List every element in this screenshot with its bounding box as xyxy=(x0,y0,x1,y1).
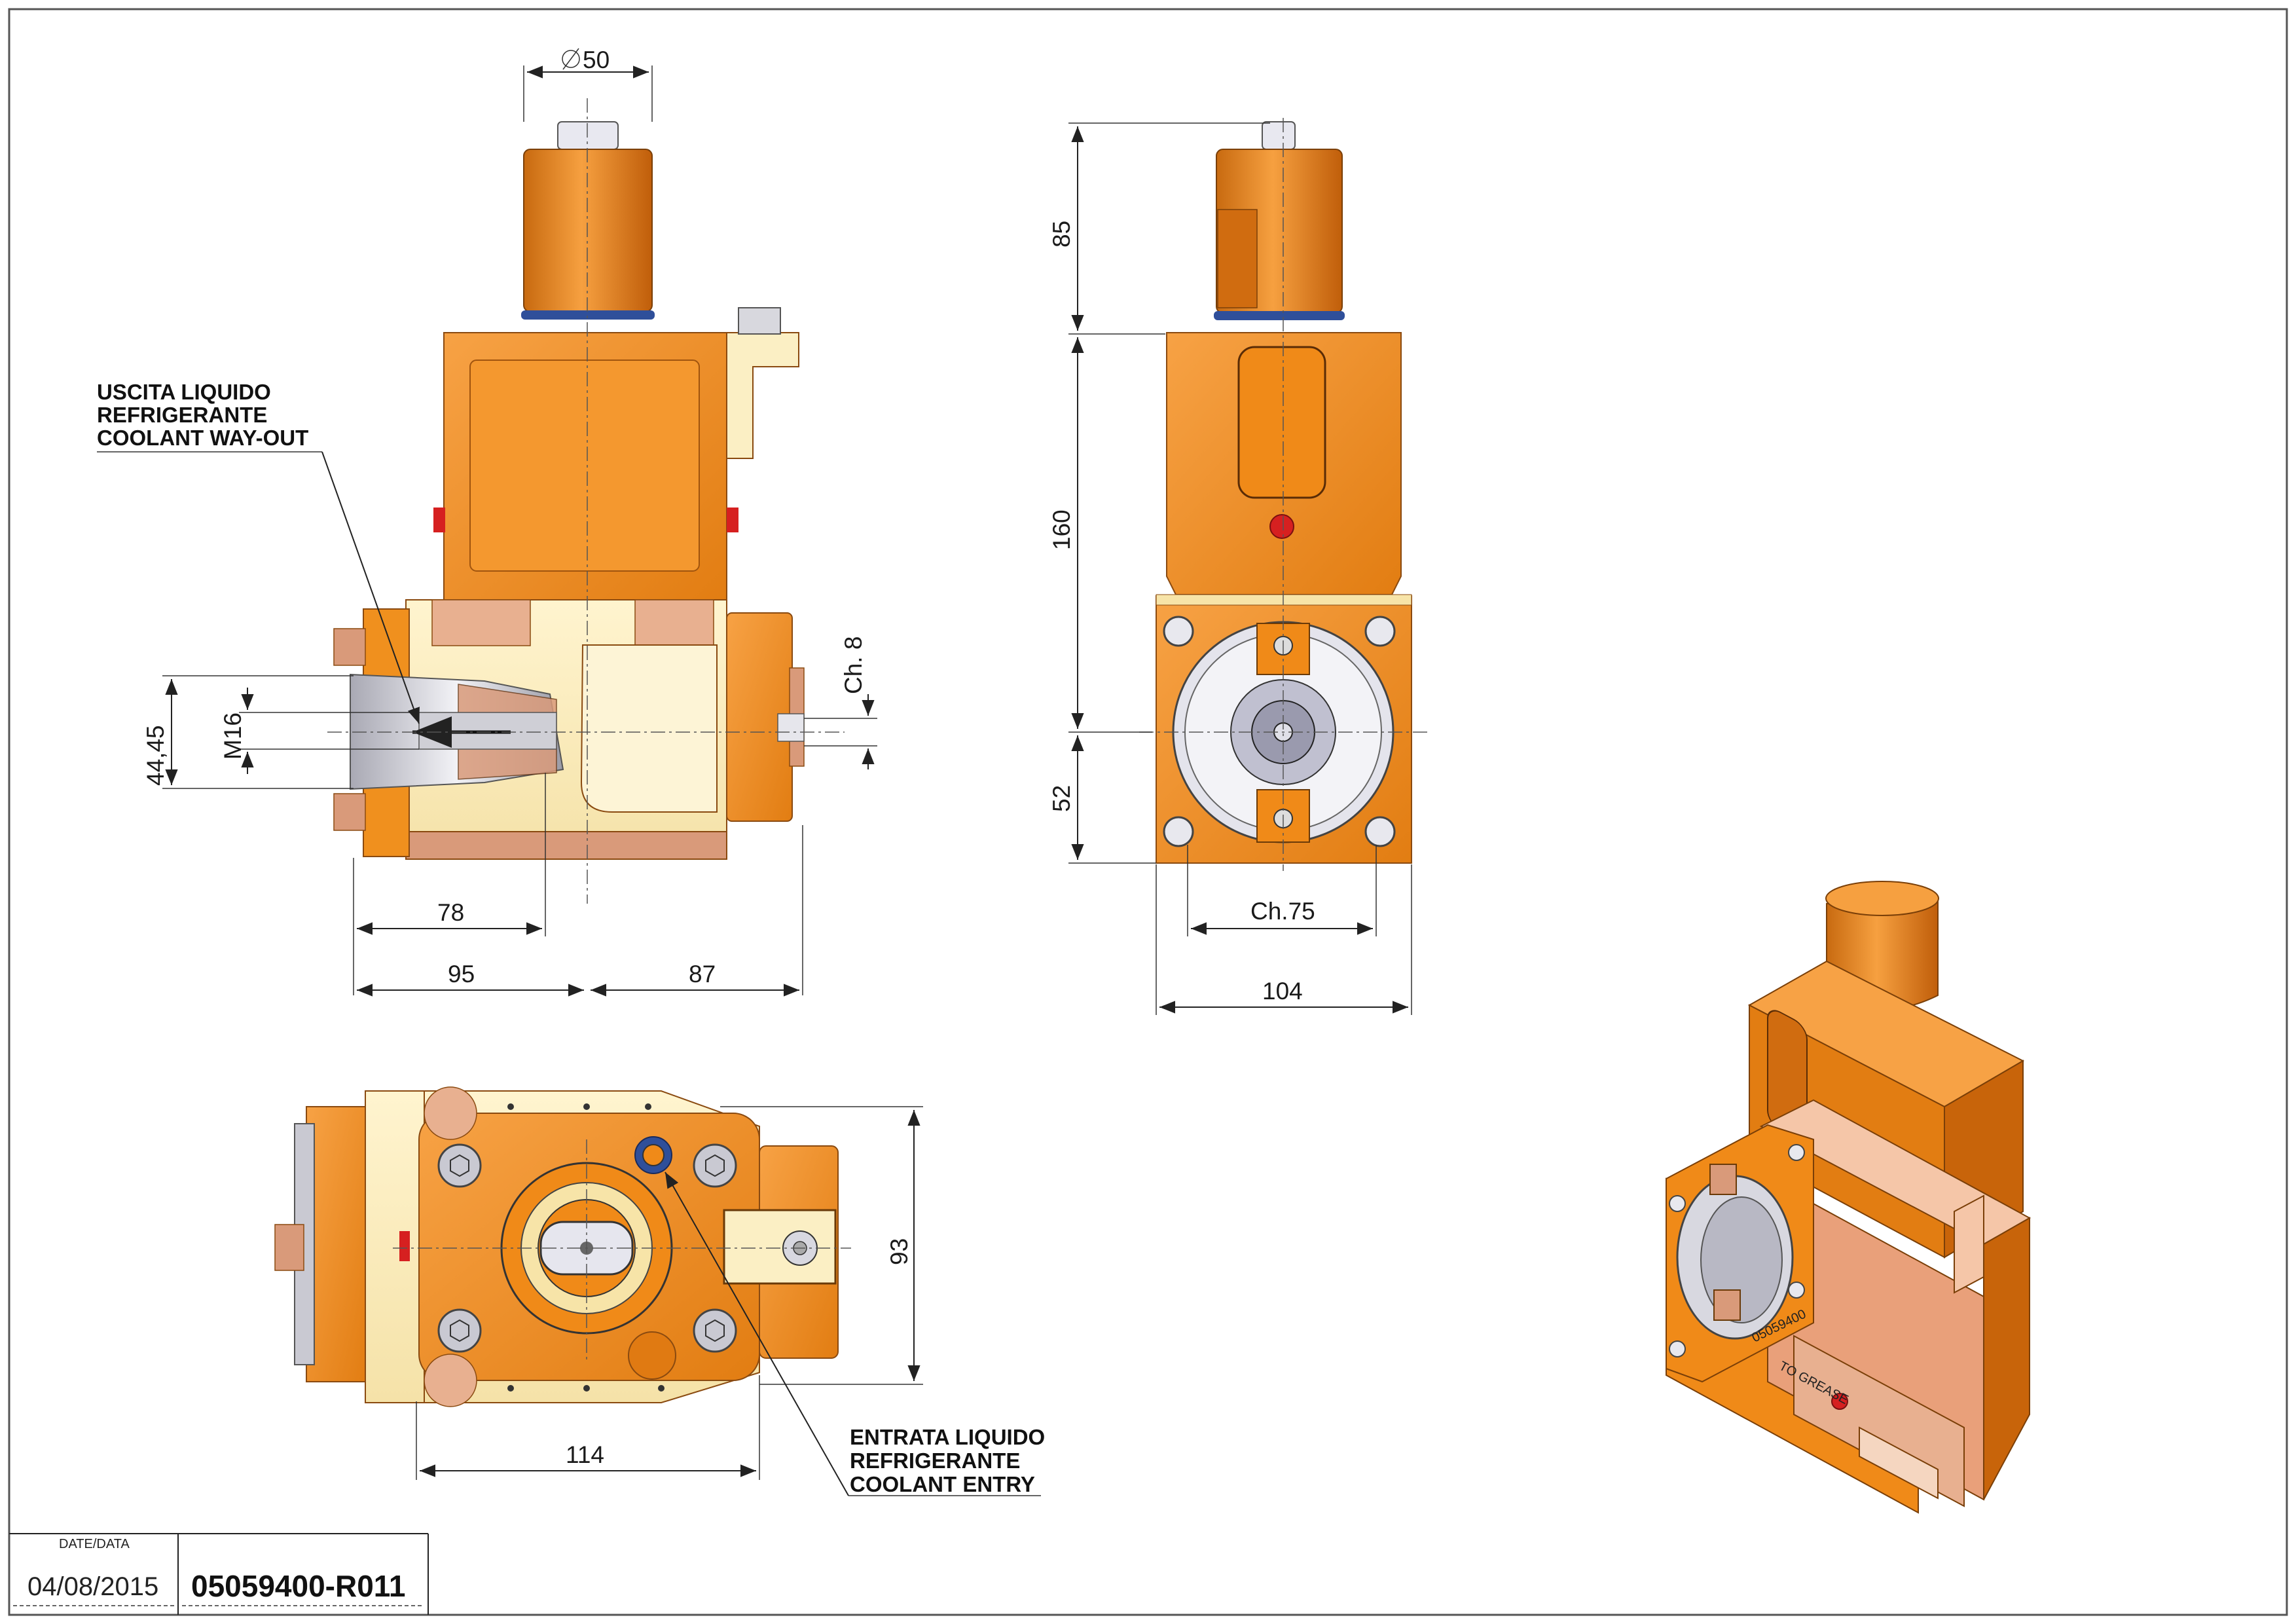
side-view-dimensions: 85 160 52 Ch.75 104 xyxy=(1048,122,1412,1015)
iso-grease-port xyxy=(1831,1393,1848,1410)
dim-52: 52 xyxy=(1048,785,1075,812)
dim-87: 87 xyxy=(689,961,716,987)
top-left-plate xyxy=(306,1106,367,1382)
side-slot xyxy=(1237,346,1326,499)
side-corner-screw-br xyxy=(1364,816,1396,847)
top-screw-br xyxy=(693,1308,737,1353)
note-out-line-2: REFRIGERANTE xyxy=(97,403,267,427)
dim-93: 93 xyxy=(886,1238,913,1265)
iso-bracket xyxy=(1954,1194,1984,1294)
front-view-dimensions: 50 78 95 87 44,45 M16 Ch. 8 xyxy=(142,46,877,997)
note-out-line-3: COOLANT WAY-OUT xyxy=(97,426,308,450)
dim-diameter-50: 50 xyxy=(583,46,610,73)
iso-key-top xyxy=(1709,1164,1737,1195)
note-in-line-3: COOLANT ENTRY xyxy=(850,1472,1035,1496)
front-red-plug-right xyxy=(727,507,738,532)
top-cream-body xyxy=(365,1090,425,1403)
front-bracket-nut xyxy=(738,307,781,335)
side-red-plug xyxy=(1269,514,1294,539)
side-corner-screw-bl xyxy=(1163,816,1194,847)
note-out-line-1: USCITA LIQUIDO xyxy=(97,380,271,404)
dim-104: 104 xyxy=(1262,978,1303,1005)
front-red-plug-left xyxy=(433,507,445,532)
iso-spindle-top xyxy=(1825,881,1939,916)
iso-flange-bore-inner xyxy=(1700,1196,1783,1323)
side-top-cap xyxy=(1262,121,1296,150)
side-flange-top-rim xyxy=(1156,594,1412,606)
sheet-border xyxy=(8,8,2288,1616)
top-view-dimensions: 93 114 xyxy=(416,1106,923,1480)
front-left-bolt-bot xyxy=(333,793,366,831)
iso-key-bottom xyxy=(1713,1289,1741,1321)
side-oring xyxy=(1214,311,1345,320)
front-window xyxy=(580,644,718,813)
front-copper-strip-2 xyxy=(634,599,714,646)
dim-78: 78 xyxy=(437,899,464,926)
front-bracket xyxy=(726,332,799,459)
dim-85: 85 xyxy=(1048,221,1075,248)
dim-thread-m16: M16 xyxy=(219,712,246,760)
top-orange-plug xyxy=(628,1331,676,1380)
top-coolant-entry-port xyxy=(642,1144,665,1166)
top-screw-tl xyxy=(437,1143,482,1188)
dim-160: 160 xyxy=(1048,509,1075,550)
front-view xyxy=(327,98,845,904)
title-date-label: DATE/DATA xyxy=(59,1537,130,1551)
top-copper-bump-bottom xyxy=(424,1354,477,1407)
top-view xyxy=(274,1086,851,1407)
front-left-bolt-top xyxy=(333,628,366,666)
title-date-value: 04/08/2015 xyxy=(27,1572,158,1601)
front-upper-pocket xyxy=(469,360,700,572)
front-spindle-cylinder xyxy=(523,149,653,312)
side-corner-screw-tl xyxy=(1163,616,1194,647)
front-top-cap xyxy=(557,121,619,150)
title-block: DATE/DATA 04/08/2015 05059400-R011 xyxy=(9,1533,429,1615)
top-left-pin xyxy=(274,1224,304,1271)
iso-base-slot xyxy=(1859,1426,1939,1500)
top-copper-bump-top xyxy=(424,1086,477,1140)
isometric-view: TO GREASE 05059400 xyxy=(1666,881,2032,1514)
dim-diameter-44-45: 44,45 xyxy=(142,725,169,786)
dim-95: 95 xyxy=(448,961,475,987)
top-screw-tr xyxy=(693,1143,737,1188)
side-spline xyxy=(1217,209,1258,308)
side-corner-screw-tr xyxy=(1364,616,1396,647)
top-right-bracket xyxy=(723,1209,837,1285)
iso-lower-right xyxy=(1983,1217,2030,1500)
dim-wrench-ch75: Ch.75 xyxy=(1250,898,1315,925)
front-oring xyxy=(521,310,655,320)
title-drawing-code: 05059400-R011 xyxy=(191,1569,405,1603)
note-coolant-out: USCITA LIQUIDO REFRIGERANTE COOLANT WAY-… xyxy=(97,380,420,724)
top-red-plug xyxy=(399,1231,410,1261)
top-screw-bl xyxy=(437,1308,482,1353)
note-in-line-1: ENTRATA LIQUIDO xyxy=(850,1425,1045,1449)
front-copper-strip xyxy=(431,599,531,646)
note-coolant-in: ENTRATA LIQUIDO REFRIGERANTE COOLANT ENT… xyxy=(665,1172,1045,1496)
front-copper-base xyxy=(405,831,727,860)
dim-114: 114 xyxy=(566,1441,604,1468)
note-in-line-2: REFRIGERANTE xyxy=(850,1449,1020,1473)
front-right-shaft xyxy=(777,713,805,742)
diameter-symbol-top xyxy=(562,50,580,68)
dim-wrench-ch8: Ch. 8 xyxy=(840,637,867,694)
side-view xyxy=(1139,118,1427,871)
